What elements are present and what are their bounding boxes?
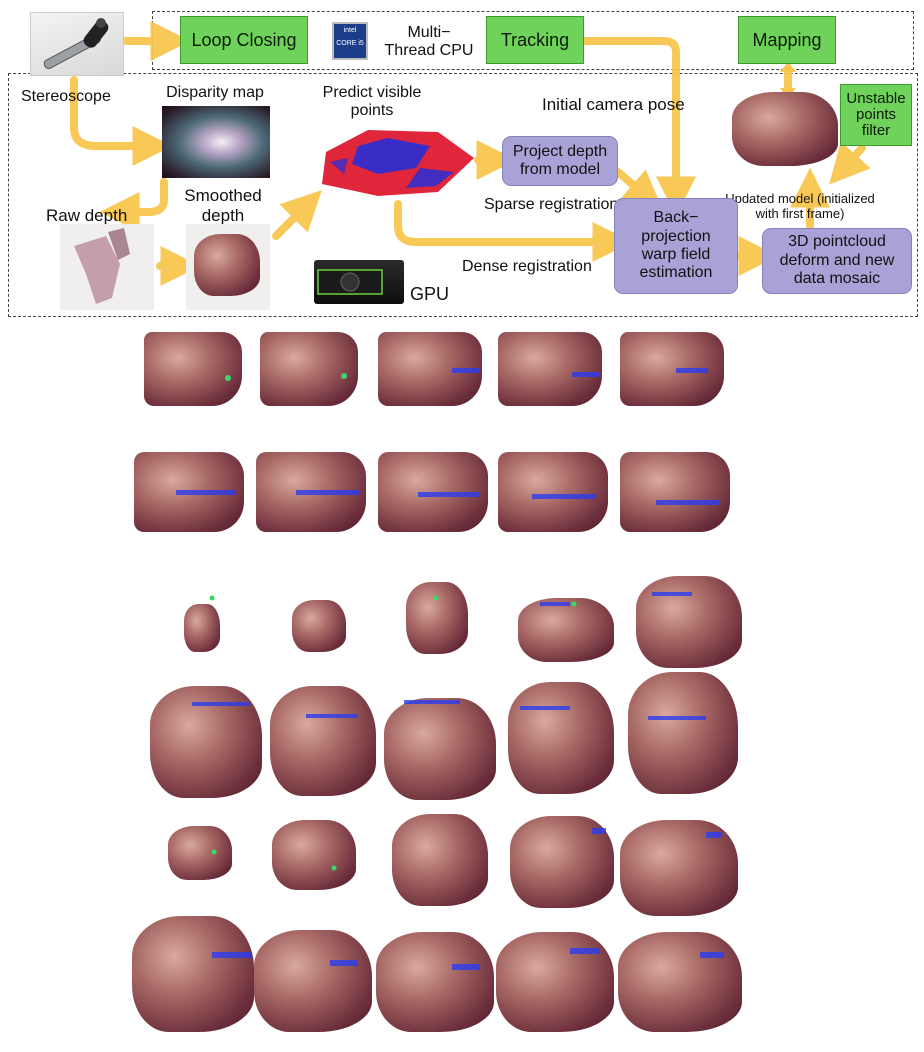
gpu-pipeline-region [8, 73, 918, 317]
sparse-registration-label: Sparse registration [484, 196, 619, 213]
unstable-filter-box: Unstable points filter [840, 84, 912, 146]
gpu-label: GPU [410, 284, 450, 304]
result-r1-4 [498, 332, 602, 406]
smoothed-depth-image [186, 224, 270, 310]
result-r2-5 [620, 452, 730, 532]
result-r4-4 [508, 682, 614, 794]
result-r4-2 [270, 686, 376, 796]
dense-registration-label: Dense registration [462, 258, 592, 275]
predict-points-image [318, 128, 476, 198]
raw-depth-label: Raw depth [46, 206, 128, 225]
result-r5-1 [168, 826, 232, 880]
result-r6-2 [254, 930, 372, 1032]
pipeline-arrows [70, 21, 871, 286]
mapping-box: Mapping [738, 16, 836, 64]
result-r3-1 [184, 604, 220, 652]
model-image [732, 92, 838, 166]
project-depth-box: Project depth from model [502, 136, 618, 186]
result-r2-4 [498, 452, 608, 532]
tracking-markers [176, 368, 724, 970]
tracking-box: Tracking [486, 16, 584, 64]
result-r1-1 [144, 332, 242, 406]
cpu-chip-icon: intel CORE i5 [332, 22, 368, 60]
smoothed-depth-shape [194, 234, 260, 296]
backprojection-box: Back− projection warp field estimation [614, 198, 738, 294]
result-r5-3 [392, 814, 488, 906]
results-grid [0, 320, 924, 1052]
result-r4-5 [628, 672, 738, 794]
loop-closing-box: Loop Closing [180, 16, 308, 64]
result-r3-5 [636, 576, 742, 668]
disparity-map-image [162, 106, 270, 178]
result-r3-4 [518, 598, 614, 662]
smoothed-depth-label: Smoothed depth [184, 186, 262, 225]
stereoscope-label: Stereoscope [21, 88, 111, 105]
result-r4-3 [384, 698, 496, 800]
deform-mosaic-box: 3D pointcloud deform and new data mosaic [762, 228, 912, 294]
result-r6-1 [132, 916, 254, 1032]
raw-depth-image [60, 224, 154, 310]
predict-label: Predict visible points [322, 84, 422, 120]
initial-pose-label: Initial camera pose [542, 95, 685, 114]
gpu-card-icon [314, 260, 404, 304]
result-r5-2 [272, 820, 356, 890]
result-r6-3 [376, 932, 494, 1032]
result-r1-2 [260, 332, 358, 406]
result-r6-5 [618, 932, 742, 1032]
updated-model-label: Updated model (initialized with first fr… [725, 191, 875, 221]
cpu-label: Multi− Thread CPU [384, 24, 474, 60]
result-r3-2 [292, 600, 346, 652]
result-r3-3 [406, 582, 468, 654]
disparity-label: Disparity map [166, 84, 264, 101]
stereoscope-icon [30, 12, 124, 76]
cpu-chip-text: CORE i5 [336, 40, 364, 47]
